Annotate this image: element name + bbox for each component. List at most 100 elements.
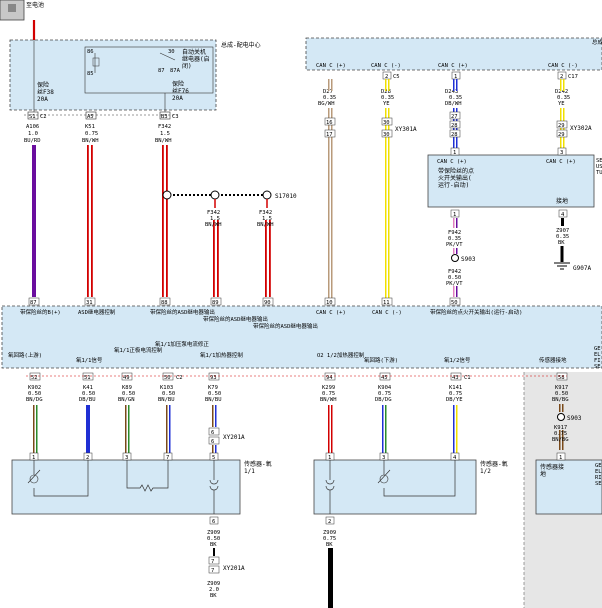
svg-text:SE: SE — [594, 364, 601, 370]
right-module — [427, 154, 595, 208]
svg-text:1: 1 — [32, 455, 35, 461]
svg-text:C2: C2 — [176, 375, 183, 381]
svg-text:O2 1/2加热器控制: O2 1/2加热器控制 — [317, 351, 365, 359]
splice-s903: S903 — [461, 256, 476, 263]
ground-icon — [554, 262, 570, 270]
svg-text:保险: 保险 — [37, 81, 49, 89]
wire-label-f342-a: F342 1.5 BN/WH — [205, 210, 222, 228]
inline-xy302a: 27 28 28 29 29 XY302A — [449, 111, 592, 138]
svg-text:K917: K917 — [555, 385, 568, 391]
svg-text:丝F76: 丝F76 — [172, 87, 189, 95]
wire-label-z909b: Z909 2.0 BK — [207, 581, 220, 599]
svg-text:运行-启动): 运行-启动) — [438, 181, 469, 189]
svg-text:氧1/2信号: 氧1/2信号 — [444, 356, 471, 364]
svg-text:K917: K917 — [554, 425, 567, 431]
svg-text:85: 85 — [87, 71, 94, 77]
svg-text:C3: C3 — [172, 114, 179, 120]
svg-text:ASD继电器控制: ASD继电器控制 — [78, 308, 116, 316]
wire-label-k917b: K917 0.75 BN/BG — [552, 425, 569, 443]
pcm-top-labels: 带保险丝的B(+) ASD继电器控制 带保险丝的ASD继电器输出 带保险丝的AS… — [20, 308, 522, 330]
pdc-title: 总成-配电中心 — [221, 41, 261, 49]
svg-text:88: 88 — [161, 300, 168, 306]
svg-text:PK/VT: PK/VT — [446, 242, 463, 248]
svg-text:DB/WH: DB/WH — [445, 101, 462, 107]
svg-text:传感器接地: 传感器接地 — [539, 356, 567, 364]
svg-text:17: 17 — [326, 132, 333, 138]
ground-g907a: G907A — [573, 265, 591, 272]
svg-text:CAN C (+): CAN C (+) — [438, 63, 468, 69]
svg-text:0.35: 0.35 — [557, 95, 570, 101]
svg-text:CAN C (-): CAN C (-) — [371, 63, 401, 69]
svg-text:自动关机: 自动关机 — [182, 48, 206, 56]
svg-text:0.35: 0.35 — [448, 236, 461, 242]
svg-text:氧回路(下游): 氧回路(下游) — [364, 356, 398, 364]
svg-text:带保险丝的点: 带保险丝的点 — [438, 167, 474, 175]
svg-text:94: 94 — [326, 375, 333, 381]
svg-text:3: 3 — [560, 150, 563, 156]
svg-text:BN/BU: BN/BU — [158, 397, 175, 403]
svg-text:50: 50 — [451, 300, 458, 306]
svg-text:0.35: 0.35 — [556, 234, 569, 240]
svg-text:0.50: 0.50 — [555, 391, 568, 397]
svg-text:YE: YE — [558, 101, 565, 107]
svg-text:6: 6 — [211, 439, 214, 445]
svg-text:27: 27 — [451, 114, 458, 120]
svg-text:RI: RI — [595, 475, 602, 481]
svg-text:1: 1 — [454, 74, 457, 80]
svg-text:20A: 20A — [172, 95, 183, 102]
svg-text:Z909: Z909 — [207, 530, 220, 536]
svg-text:XY301A: XY301A — [395, 126, 417, 133]
svg-text:1.5: 1.5 — [160, 131, 170, 137]
svg-text:BN/DG: BN/DG — [26, 397, 43, 403]
svg-text:氧1/1加压泵电流修正: 氧1/1加压泵电流修正 — [155, 340, 209, 348]
svg-text:F942: F942 — [448, 230, 461, 236]
svg-text:2.0: 2.0 — [209, 587, 219, 593]
svg-text:CAN C (+): CAN C (+) — [546, 159, 576, 165]
bottom-wire-labels: K902 0.50 BN/DG K41 0.50 DB/BU K89 0.50 … — [26, 385, 569, 403]
svg-text:火开关输出(: 火开关输出( — [438, 174, 472, 182]
svg-text:带保险丝的点火开关输出(运行-启动): 带保险丝的点火开关输出(运行-启动) — [430, 308, 522, 316]
svg-text:K103: K103 — [160, 385, 173, 391]
svg-text:29: 29 — [558, 123, 565, 129]
svg-text:K299: K299 — [322, 385, 335, 391]
svg-text:0.50: 0.50 — [162, 391, 175, 397]
svg-text:0.50: 0.50 — [122, 391, 135, 397]
svg-text:D243: D243 — [445, 89, 458, 95]
svg-text:SE: SE — [595, 481, 602, 487]
wire-label-k51: K51 0.75 BN/WH — [82, 124, 99, 144]
svg-text:B3: B3 — [161, 114, 168, 120]
svg-text:BK: BK — [326, 542, 333, 548]
svg-text:51: 51 — [84, 375, 91, 381]
svg-text:YE: YE — [383, 101, 390, 107]
wire-label-f942a: F942 0.35 PK/VT — [446, 230, 463, 248]
svg-text:3: 3 — [382, 455, 385, 461]
svg-text:保险: 保险 — [172, 80, 184, 88]
svg-text:16: 16 — [326, 120, 333, 126]
svg-text:带保险丝的B(+): 带保险丝的B(+) — [20, 308, 61, 316]
svg-text:BN/WH: BN/WH — [82, 138, 99, 144]
wire-label-a106: A106 1.0 BU/RD — [24, 124, 41, 144]
svg-text:0.35: 0.35 — [449, 95, 462, 101]
svg-text:C5: C5 — [393, 74, 400, 80]
svg-text:BN/BG: BN/BG — [552, 397, 569, 403]
battery-icon — [0, 0, 25, 21]
svg-text:43: 43 — [452, 375, 459, 381]
svg-text:30: 30 — [383, 132, 390, 138]
svg-text:K89: K89 — [122, 385, 132, 391]
svg-text:BN/WH: BN/WH — [257, 222, 274, 228]
svg-text:0.75: 0.75 — [554, 431, 567, 437]
pcm-bottom-pins: 52 51 49 50 C2 93 94 45 43 C1 58 — [29, 372, 568, 381]
svg-text:闭): 闭) — [182, 62, 192, 70]
svg-text:EL: EL — [594, 352, 601, 358]
svg-text:BK: BK — [210, 593, 217, 599]
svg-text:A5: A5 — [87, 114, 94, 120]
svg-text:F342: F342 — [158, 124, 171, 130]
svg-text:CAN C (-): CAN C (-) — [372, 310, 402, 316]
svg-text:49: 49 — [123, 375, 130, 381]
svg-text:D242: D242 — [555, 89, 568, 95]
pcm-bottom-labels: 氧回路(上游) 氧1/1信号 氧1/1正极电流控制 氧1/1加压泵电流修正 氧1… — [8, 340, 601, 370]
svg-text:氧1/1信号: 氧1/1信号 — [76, 356, 103, 364]
svg-text:XY302A: XY302A — [570, 125, 592, 132]
svg-text:A106: A106 — [26, 124, 39, 130]
splice-s903b: S903 — [567, 415, 582, 422]
